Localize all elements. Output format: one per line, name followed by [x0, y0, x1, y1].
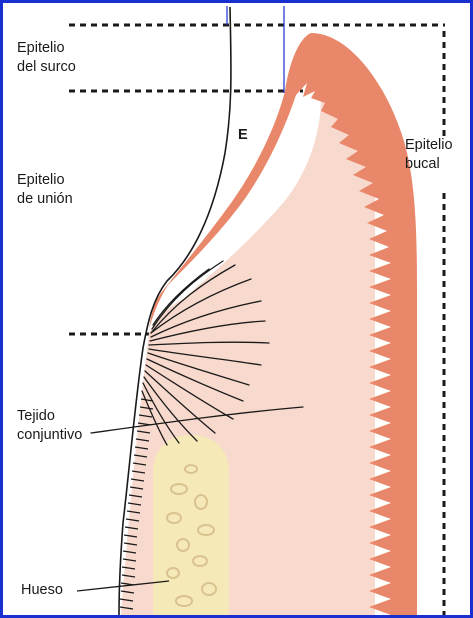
gingiva-illustration: [3, 3, 473, 618]
label-sulcular-epithelium: Epitelio del surco: [17, 39, 76, 77]
reference-lines: [227, 6, 284, 93]
label-junctional-epithelium: Epitelio de unión: [17, 171, 73, 209]
label-connective-tissue: Tejido conjuntivo: [17, 407, 82, 445]
label-bone: Hueso: [21, 581, 63, 600]
label-enamel: E: [238, 126, 248, 145]
label-oral-epithelium: Epitelio bucal: [405, 136, 453, 174]
alveolar-bone: [153, 435, 229, 615]
